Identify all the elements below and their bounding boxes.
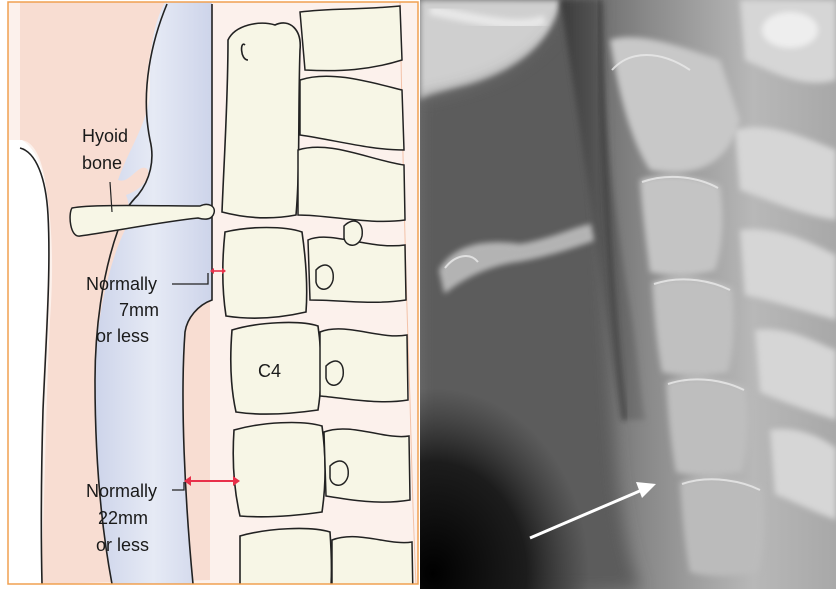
hyoid-label-line2: bone xyxy=(82,153,122,173)
lower-measure-label-line3: or less xyxy=(96,535,149,555)
lower-measure-label-line2: 22mm xyxy=(98,508,148,528)
xray-panel xyxy=(420,0,836,589)
lower-measure-label-line1: Normally xyxy=(86,481,157,501)
upper-measure-label-line2: 7mm xyxy=(119,300,159,320)
vertebra-c6 xyxy=(240,529,332,589)
upper-measure-label-line3: or less xyxy=(96,326,149,346)
vertebra-c5 xyxy=(233,423,325,517)
hyoid-label-line1: Hyoid xyxy=(82,126,128,146)
vertebra-label-c4: C4 xyxy=(258,361,281,381)
xray-dark-corner xyxy=(420,280,680,589)
upper-measure-label-line1: Normally xyxy=(86,274,157,294)
vertebra-c3 xyxy=(223,228,307,319)
vertebra-c2 xyxy=(222,23,300,218)
diagram-panel: C4 Hyoid bone Normally 7mm or less Norma… xyxy=(8,2,418,589)
